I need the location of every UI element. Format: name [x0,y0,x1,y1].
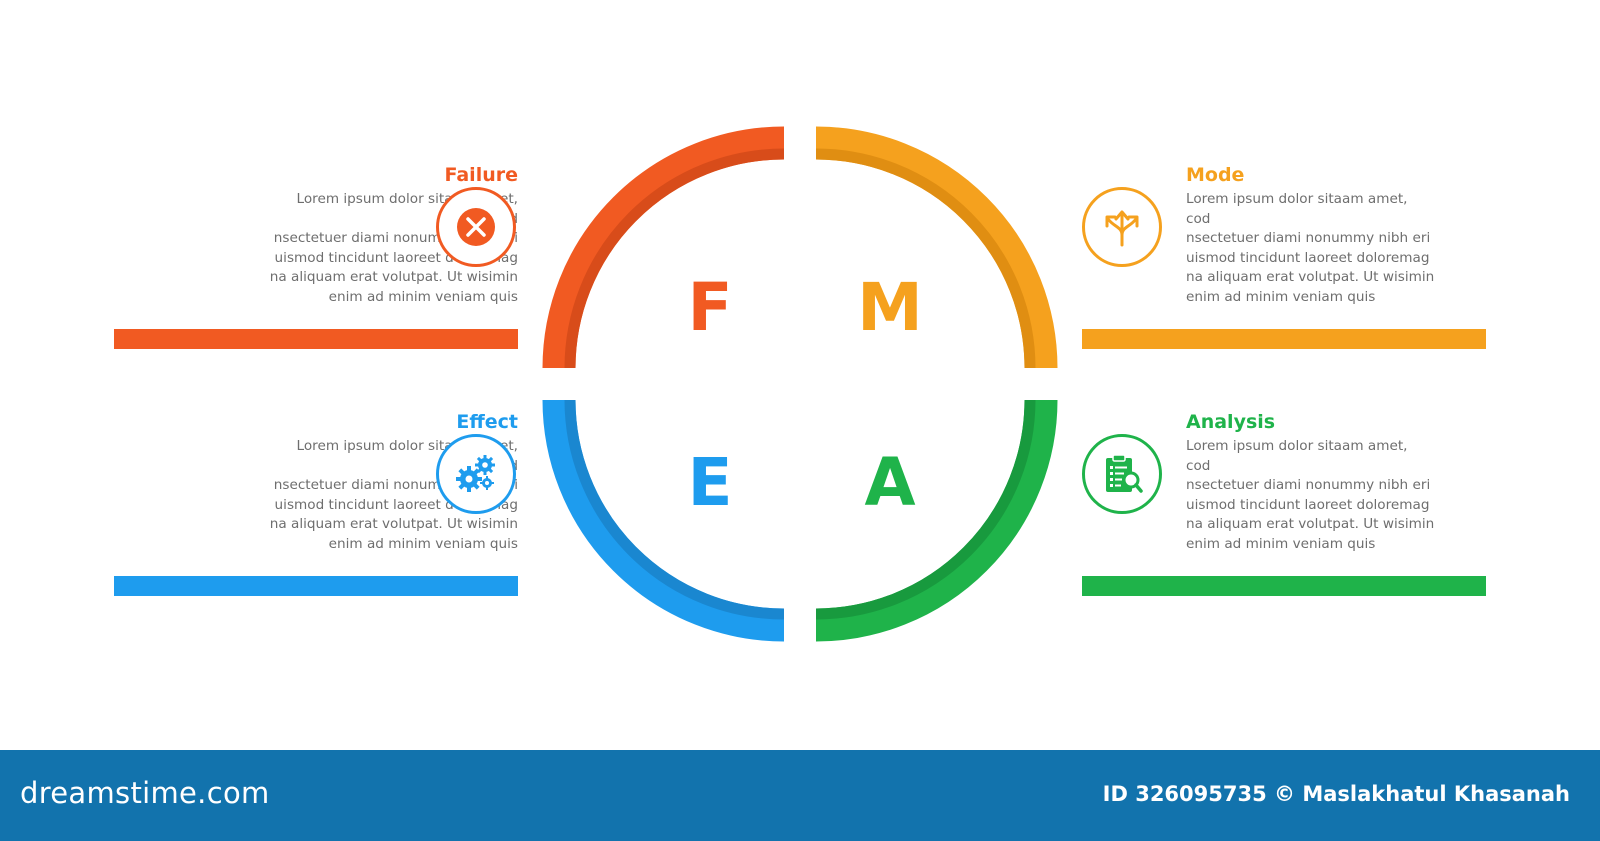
letter-m: M [857,269,923,346]
section-mode-body: Lorem ipsum dolor sitaam amet, cod nsect… [1186,191,1435,305]
section-effect-title: Effect [456,411,518,433]
ring-quadrant-failure [542,126,785,369]
fmea-ring-diagram: F M E A [542,126,1058,642]
section-failure-bar [114,329,518,349]
section-analysis-body: Lorem ipsum dolor sitaam amet, cod nsect… [1186,438,1435,552]
letter-f: F [687,269,732,346]
section-failure: Failure Lorem ipsum dolor sitaam amet, c… [114,163,528,353]
split-arrows-icon [1082,187,1162,267]
section-mode: Mode Lorem ipsum dolor sitaam amet, cod … [1082,163,1496,353]
ring-quadrant-mode [815,126,1058,369]
section-effect: Effect Lorem ipsum dolor sitaam amet, co… [114,410,528,600]
section-analysis-bar [1082,576,1486,596]
footer-credit: ID 326095735 © Maslakhatul Khasanah [1102,782,1570,806]
section-failure-title: Failure [444,164,519,186]
letter-a: A [864,444,915,521]
section-mode-bar [1082,329,1486,349]
section-analysis-title: Analysis [1186,411,1276,433]
gears-icon [436,434,516,514]
letter-e: E [687,444,732,521]
clipboard-search-icon [1082,434,1162,514]
footer-brand[interactable]: dreamstime.com [20,776,270,810]
ring-quadrant-analysis [815,399,1058,642]
section-effect-bar [114,576,518,596]
section-mode-title: Mode [1186,164,1245,186]
section-analysis: Analysis Lorem ipsum dolor sitaam amet, … [1082,410,1496,600]
ring-quadrant-effect [542,399,785,642]
x-circle-icon [436,187,516,267]
footer-bar: dreamstime.com ID 326095735 © Maslakhatu… [0,750,1600,841]
